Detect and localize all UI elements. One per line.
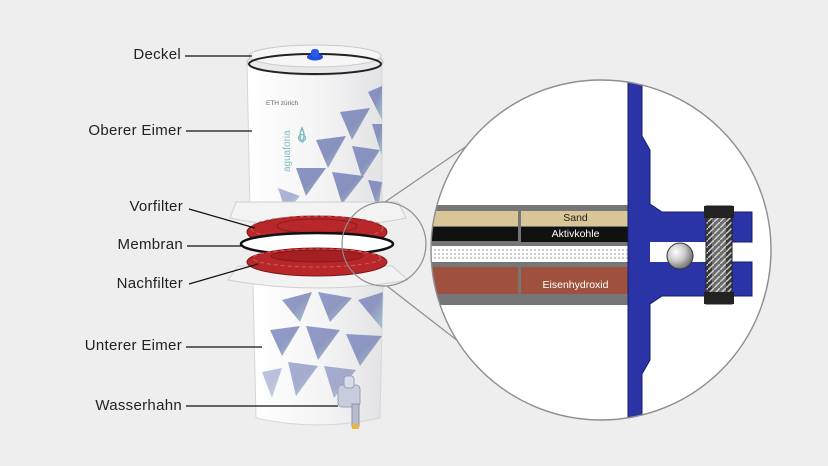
bolt [704, 205, 734, 305]
detail-view [430, 79, 772, 421]
filter-assembly: aguaforia ETH zürich [227, 44, 427, 429]
label-sand: Sand [563, 212, 588, 224]
leader-lines [185, 55, 338, 407]
sand-layer [521, 211, 630, 226]
label-deckel: Deckel [133, 46, 181, 63]
logo-text: aguaforia [282, 130, 293, 172]
activated-carbon-layer [521, 227, 630, 242]
label-eisenhydroxid: Eisenhydroxid [542, 279, 609, 291]
filter-stack [239, 215, 395, 277]
lid [246, 44, 384, 76]
label-unterer-eimer: Unterer Eimer [84, 337, 182, 354]
label-oberer-eimer: Oberer Eimer [88, 122, 182, 139]
zoom-focus [341, 201, 427, 287]
label-vorfilter: Vorfilter [129, 198, 183, 215]
label-membran: Membran [117, 236, 183, 253]
aguaforia-logo [297, 126, 307, 144]
iron-hydroxide-layer [521, 267, 630, 294]
upper-bucket: aguaforia ETH zürich [246, 61, 383, 217]
ball-valve [666, 242, 694, 270]
label-wasserhahn: Wasserhahn [95, 397, 182, 414]
label-aktivkohle: Aktivkohle [551, 228, 600, 240]
label-nachfilter: Nachfilter [116, 275, 183, 292]
detail-circle-border [430, 79, 772, 421]
eth-logo: ETH zürich [266, 100, 299, 107]
tap [337, 375, 361, 429]
lower-bucket [252, 282, 384, 429]
